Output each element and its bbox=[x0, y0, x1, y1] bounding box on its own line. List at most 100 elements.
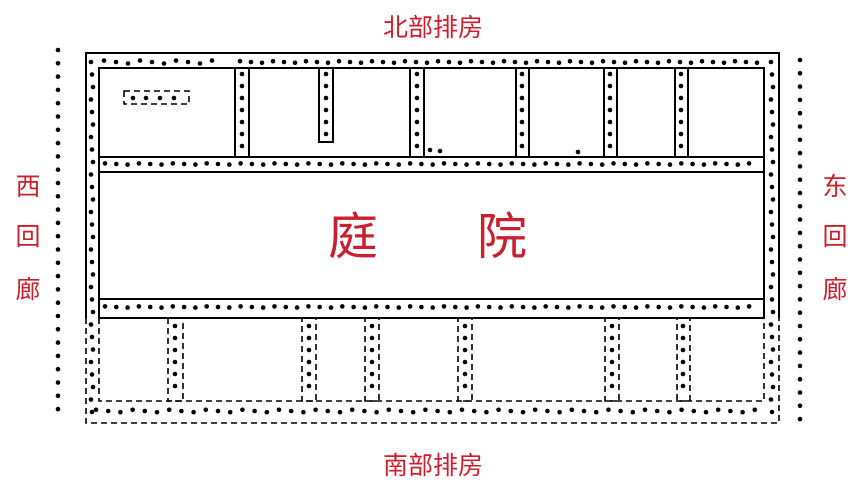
post-hole bbox=[385, 304, 390, 310]
post-hole bbox=[181, 304, 187, 310]
post-hole bbox=[484, 409, 489, 415]
post-hole bbox=[55, 313, 61, 319]
post-hole bbox=[475, 304, 481, 309]
post-hole bbox=[577, 304, 582, 309]
post-hole bbox=[313, 407, 318, 413]
post-hole bbox=[259, 60, 265, 66]
post-hole bbox=[283, 304, 289, 310]
post-hole bbox=[769, 109, 775, 115]
label-west-corridor: 西回廊 bbox=[15, 172, 40, 304]
post-hole bbox=[159, 162, 164, 167]
post-hole bbox=[435, 58, 441, 64]
post-hole bbox=[769, 372, 775, 377]
post-hole bbox=[545, 408, 550, 414]
post-hole bbox=[373, 304, 379, 309]
post-hole bbox=[193, 305, 198, 310]
post-hole bbox=[797, 124, 803, 129]
post-hole bbox=[209, 58, 215, 63]
post-hole bbox=[797, 71, 803, 76]
post-hole bbox=[797, 416, 803, 422]
post-hole bbox=[240, 407, 245, 413]
post-hole bbox=[797, 110, 803, 116]
post-hole bbox=[724, 161, 729, 167]
post-hole bbox=[369, 58, 375, 64]
post-hole bbox=[362, 305, 368, 310]
post-hole bbox=[249, 161, 255, 167]
post-hole bbox=[543, 304, 548, 309]
post-hole bbox=[754, 60, 760, 66]
post-hole bbox=[752, 407, 758, 413]
post-hole bbox=[306, 359, 312, 365]
post-hole bbox=[227, 305, 232, 310]
post-hole bbox=[90, 272, 96, 277]
post-hole bbox=[114, 304, 119, 310]
post-hole bbox=[55, 194, 61, 199]
post-hole bbox=[768, 209, 774, 215]
post-hole bbox=[599, 162, 605, 167]
post-hole bbox=[633, 58, 639, 64]
post-hole bbox=[768, 322, 774, 327]
post-hole bbox=[797, 204, 803, 209]
post-hole bbox=[797, 164, 803, 169]
post-hole bbox=[215, 304, 221, 310]
post-hole bbox=[369, 335, 375, 341]
post-hole-dots bbox=[55, 47, 803, 422]
post-hole bbox=[239, 131, 245, 137]
post-hole bbox=[294, 305, 300, 310]
westLabel-char: 西 bbox=[15, 172, 40, 201]
post-hole bbox=[323, 107, 329, 113]
post-hole bbox=[543, 161, 548, 166]
post-hole bbox=[519, 143, 525, 149]
post-hole bbox=[55, 47, 61, 53]
post-hole bbox=[55, 207, 61, 212]
post-hole bbox=[532, 407, 538, 413]
post-hole bbox=[710, 59, 716, 65]
post-hole bbox=[453, 304, 458, 310]
post-hole bbox=[197, 61, 203, 66]
post-hole bbox=[90, 309, 96, 315]
post-hole bbox=[459, 407, 465, 413]
post-hole bbox=[173, 58, 179, 63]
post-hole bbox=[407, 304, 413, 309]
post-hole bbox=[656, 161, 661, 167]
post-hole bbox=[609, 383, 615, 389]
post-hole bbox=[102, 304, 108, 309]
post-hole bbox=[644, 59, 650, 65]
post-hole bbox=[797, 217, 803, 222]
post-hole bbox=[566, 162, 571, 167]
post-hole bbox=[239, 83, 245, 89]
post-hole bbox=[770, 272, 776, 277]
post-hole bbox=[797, 310, 803, 316]
post-hole bbox=[486, 304, 492, 310]
post-hole bbox=[407, 161, 413, 166]
post-hole bbox=[55, 380, 61, 385]
post-hole bbox=[678, 71, 684, 77]
post-hole bbox=[746, 304, 752, 309]
post-hole bbox=[90, 234, 96, 240]
post-hole bbox=[264, 409, 270, 415]
post-hole bbox=[462, 335, 468, 341]
post-hole bbox=[622, 161, 628, 167]
post-hole bbox=[490, 60, 496, 66]
post-hole bbox=[55, 247, 61, 252]
post-hole bbox=[519, 107, 525, 113]
post-hole bbox=[55, 87, 61, 93]
post-hole bbox=[769, 334, 775, 340]
post-hole bbox=[666, 58, 672, 64]
post-hole bbox=[89, 297, 95, 302]
post-hole bbox=[690, 304, 695, 310]
north-partition-2 bbox=[409, 67, 425, 158]
post-hole bbox=[323, 95, 329, 101]
post-hole bbox=[340, 304, 345, 309]
post-hole bbox=[630, 409, 636, 415]
post-hole bbox=[369, 347, 375, 353]
post-hole bbox=[414, 95, 420, 101]
post-hole bbox=[462, 359, 468, 365]
post-hole bbox=[55, 393, 61, 399]
post-hole bbox=[457, 60, 463, 66]
post-hole bbox=[699, 58, 705, 64]
post-hole bbox=[509, 161, 515, 166]
post-hole bbox=[340, 161, 345, 166]
post-hole bbox=[690, 161, 695, 167]
post-hole bbox=[797, 57, 803, 63]
